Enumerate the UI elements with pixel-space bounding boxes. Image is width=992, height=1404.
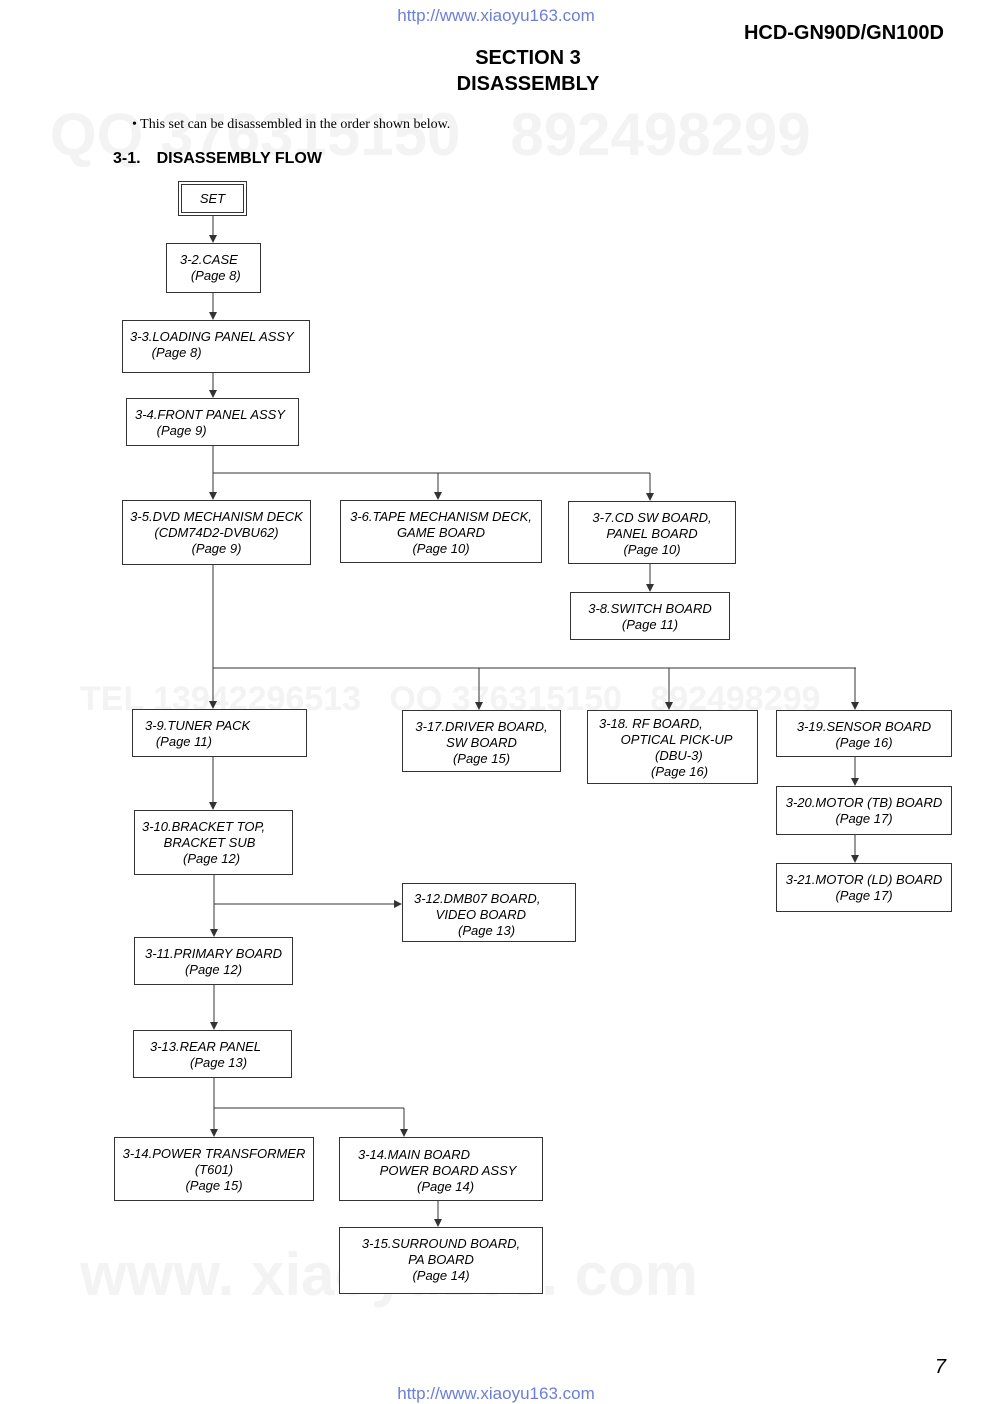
- box-line: 3-7.CD SW BOARD,: [592, 510, 712, 525]
- box-line: (Page 12): [184, 962, 243, 977]
- box-3-21-motor-ld-board: 3-21.MOTOR (LD) BOARD(Page 17): [776, 863, 952, 912]
- box-line: PA BOARD: [408, 1252, 474, 1267]
- section-number: SECTION 3: [475, 47, 581, 69]
- box-3-13-rear-panel: 3-13.REAR PANEL(Page 13): [133, 1030, 292, 1078]
- box-3-18-rf-board: 3-18. RF BOARD, OPTICAL PICK-UP(DBU-3)(P…: [587, 710, 758, 784]
- box-line: (Page 9): [135, 423, 207, 438]
- box-3-19-sensor-board: 3-19.SENSOR BOARD(Page 16): [776, 710, 952, 757]
- flow-heading: 3-1. DISASSEMBLY FLOW: [113, 150, 322, 168]
- box-3-3-loading-panel: 3-3.LOADING PANEL ASSY (Page 8): [122, 320, 310, 373]
- box-3-7-cd-sw-board: 3-7.CD SW BOARD,PANEL BOARD(Page 10): [568, 501, 736, 564]
- box-line: 3-19.SENSOR BOARD: [796, 719, 932, 734]
- box-3-10-bracket-top: 3-10.BRACKET TOP, BRACKET SUB(Page 12): [134, 810, 293, 875]
- box-3-11-primary-board: 3-11.PRIMARY BOARD(Page 12): [134, 937, 293, 985]
- header-url[interactable]: http://www.xiaoyu163.com: [397, 6, 595, 25]
- box-line: (Page 8): [130, 345, 202, 360]
- box-line: (Page 10): [623, 542, 681, 557]
- box-line: (Page 13): [190, 1055, 248, 1070]
- box-line: GAME BOARD: [396, 525, 486, 540]
- box-line: 3-10.BRACKET TOP,: [142, 819, 266, 834]
- footer-url[interactable]: http://www.xiaoyu163.com: [397, 1384, 595, 1403]
- box-line: (Page 11): [621, 617, 679, 632]
- box-3-12-dmb07-board: 3-12.DMB07 BOARD, VIDEO BOARD(Page 13): [402, 883, 576, 942]
- box-line: (Page 10): [412, 541, 470, 556]
- box-line: 3-11.PRIMARY BOARD: [144, 946, 283, 961]
- box-line: (Page 17): [835, 888, 893, 903]
- flow-title: DISASSEMBLY FLOW: [156, 150, 322, 167]
- box-line: OPTICAL PICK-UP: [599, 732, 733, 747]
- box-line: (Page 9): [191, 541, 242, 556]
- box-3-6-tape-mechanism: 3-6.TAPE MECHANISM DECK,GAME BOARD(Page …: [340, 500, 542, 563]
- box-line: (Page 13): [458, 923, 516, 938]
- box-line: 3-3.LOADING PANEL ASSY: [130, 329, 294, 344]
- box-line: 3-20.MOTOR (TB) BOARD: [785, 795, 943, 810]
- box-line: (Page 15): [452, 751, 511, 766]
- box-line: 3-13.REAR PANEL: [150, 1039, 262, 1054]
- box-line: (Page 14): [412, 1268, 470, 1283]
- flow-number: 3-1.: [113, 150, 141, 167]
- box-line: PANEL BOARD: [606, 526, 698, 541]
- box-3-4-front-panel: 3-4.FRONT PANEL ASSY (Page 9): [126, 398, 299, 446]
- box-line: (CDM74D2-DVBU62): [154, 525, 279, 540]
- box-line: 3-21.MOTOR (LD) BOARD: [785, 872, 943, 887]
- box-line: 3-5.DVD MECHANISM DECK: [130, 509, 303, 524]
- box-3-5-dvd-mechanism: 3-5.DVD MECHANISM DECK(CDM74D2-DVBU62)(P…: [122, 500, 311, 565]
- box-line: 3-15.SURROUND BOARD,: [361, 1236, 521, 1251]
- box-line: VIDEO BOARD: [414, 907, 526, 922]
- box-line: 3-18. RF BOARD,: [599, 716, 703, 731]
- box-line: (DBU-3): [655, 748, 703, 763]
- box-line: (T601): [194, 1162, 234, 1177]
- box-3-14-main-board: 3-14.MAIN BOARD POWER BOARD ASSY(Page 14…: [339, 1137, 543, 1201]
- box-line: (Page 8): [180, 268, 241, 283]
- box-line: 3-12.DMB07 BOARD,: [414, 891, 541, 906]
- box-line: (Page 16): [651, 764, 709, 779]
- box-line: SW BOARD: [446, 735, 517, 750]
- box-3-2-case: 3-2.CASE (Page 8): [166, 243, 261, 293]
- box-line: 3-9.TUNER PACK: [145, 718, 251, 733]
- box-3-8-switch-board: 3-8.SWITCH BOARD(Page 11): [570, 592, 730, 640]
- page-number: 7: [934, 1356, 946, 1378]
- box-line: 3-4.FRONT PANEL ASSY: [135, 407, 286, 422]
- box-set: SET: [178, 181, 247, 216]
- model-name: HCD-GN90D/GN100D: [743, 22, 944, 44]
- box-line: 3-17.DRIVER BOARD,: [415, 719, 548, 734]
- box-line: POWER BOARD ASSY: [358, 1163, 517, 1178]
- box-line: (Page 12): [183, 851, 241, 866]
- box-line: BRACKET SUB: [142, 835, 256, 850]
- box-line: 3-6.TAPE MECHANISM DECK,: [350, 509, 532, 524]
- box-line: (Page 14): [417, 1179, 475, 1194]
- box-3-20-motor-tb-board: 3-20.MOTOR (TB) BOARD(Page 17): [776, 786, 952, 835]
- box-line: (Page 11): [145, 734, 212, 749]
- box-line: (Page 17): [835, 811, 893, 826]
- box-set-label: SET: [181, 184, 244, 213]
- box-3-9-tuner-pack: 3-9.TUNER PACK (Page 11): [132, 709, 307, 757]
- box-3-17-driver-board: 3-17.DRIVER BOARD,SW BOARD(Page 15): [402, 710, 561, 772]
- box-line: (Page 16): [835, 735, 893, 750]
- box-3-14-power-transformer: 3-14.POWER TRANSFORMER(T601)(Page 15): [114, 1137, 314, 1201]
- box-line: 3-8.SWITCH BOARD: [588, 601, 712, 616]
- box-line: 3-14.MAIN BOARD: [358, 1147, 470, 1162]
- box-line: 3-14.POWER TRANSFORMER: [122, 1146, 306, 1161]
- box-line: (Page 15): [185, 1178, 243, 1193]
- intro-text: • This set can be disassembled in the or…: [132, 117, 451, 132]
- section-title: DISASSEMBLY: [456, 73, 600, 95]
- box-line: 3-2.CASE: [180, 252, 238, 267]
- box-3-15-surround-board: 3-15.SURROUND BOARD,PA BOARD(Page 14): [339, 1227, 543, 1294]
